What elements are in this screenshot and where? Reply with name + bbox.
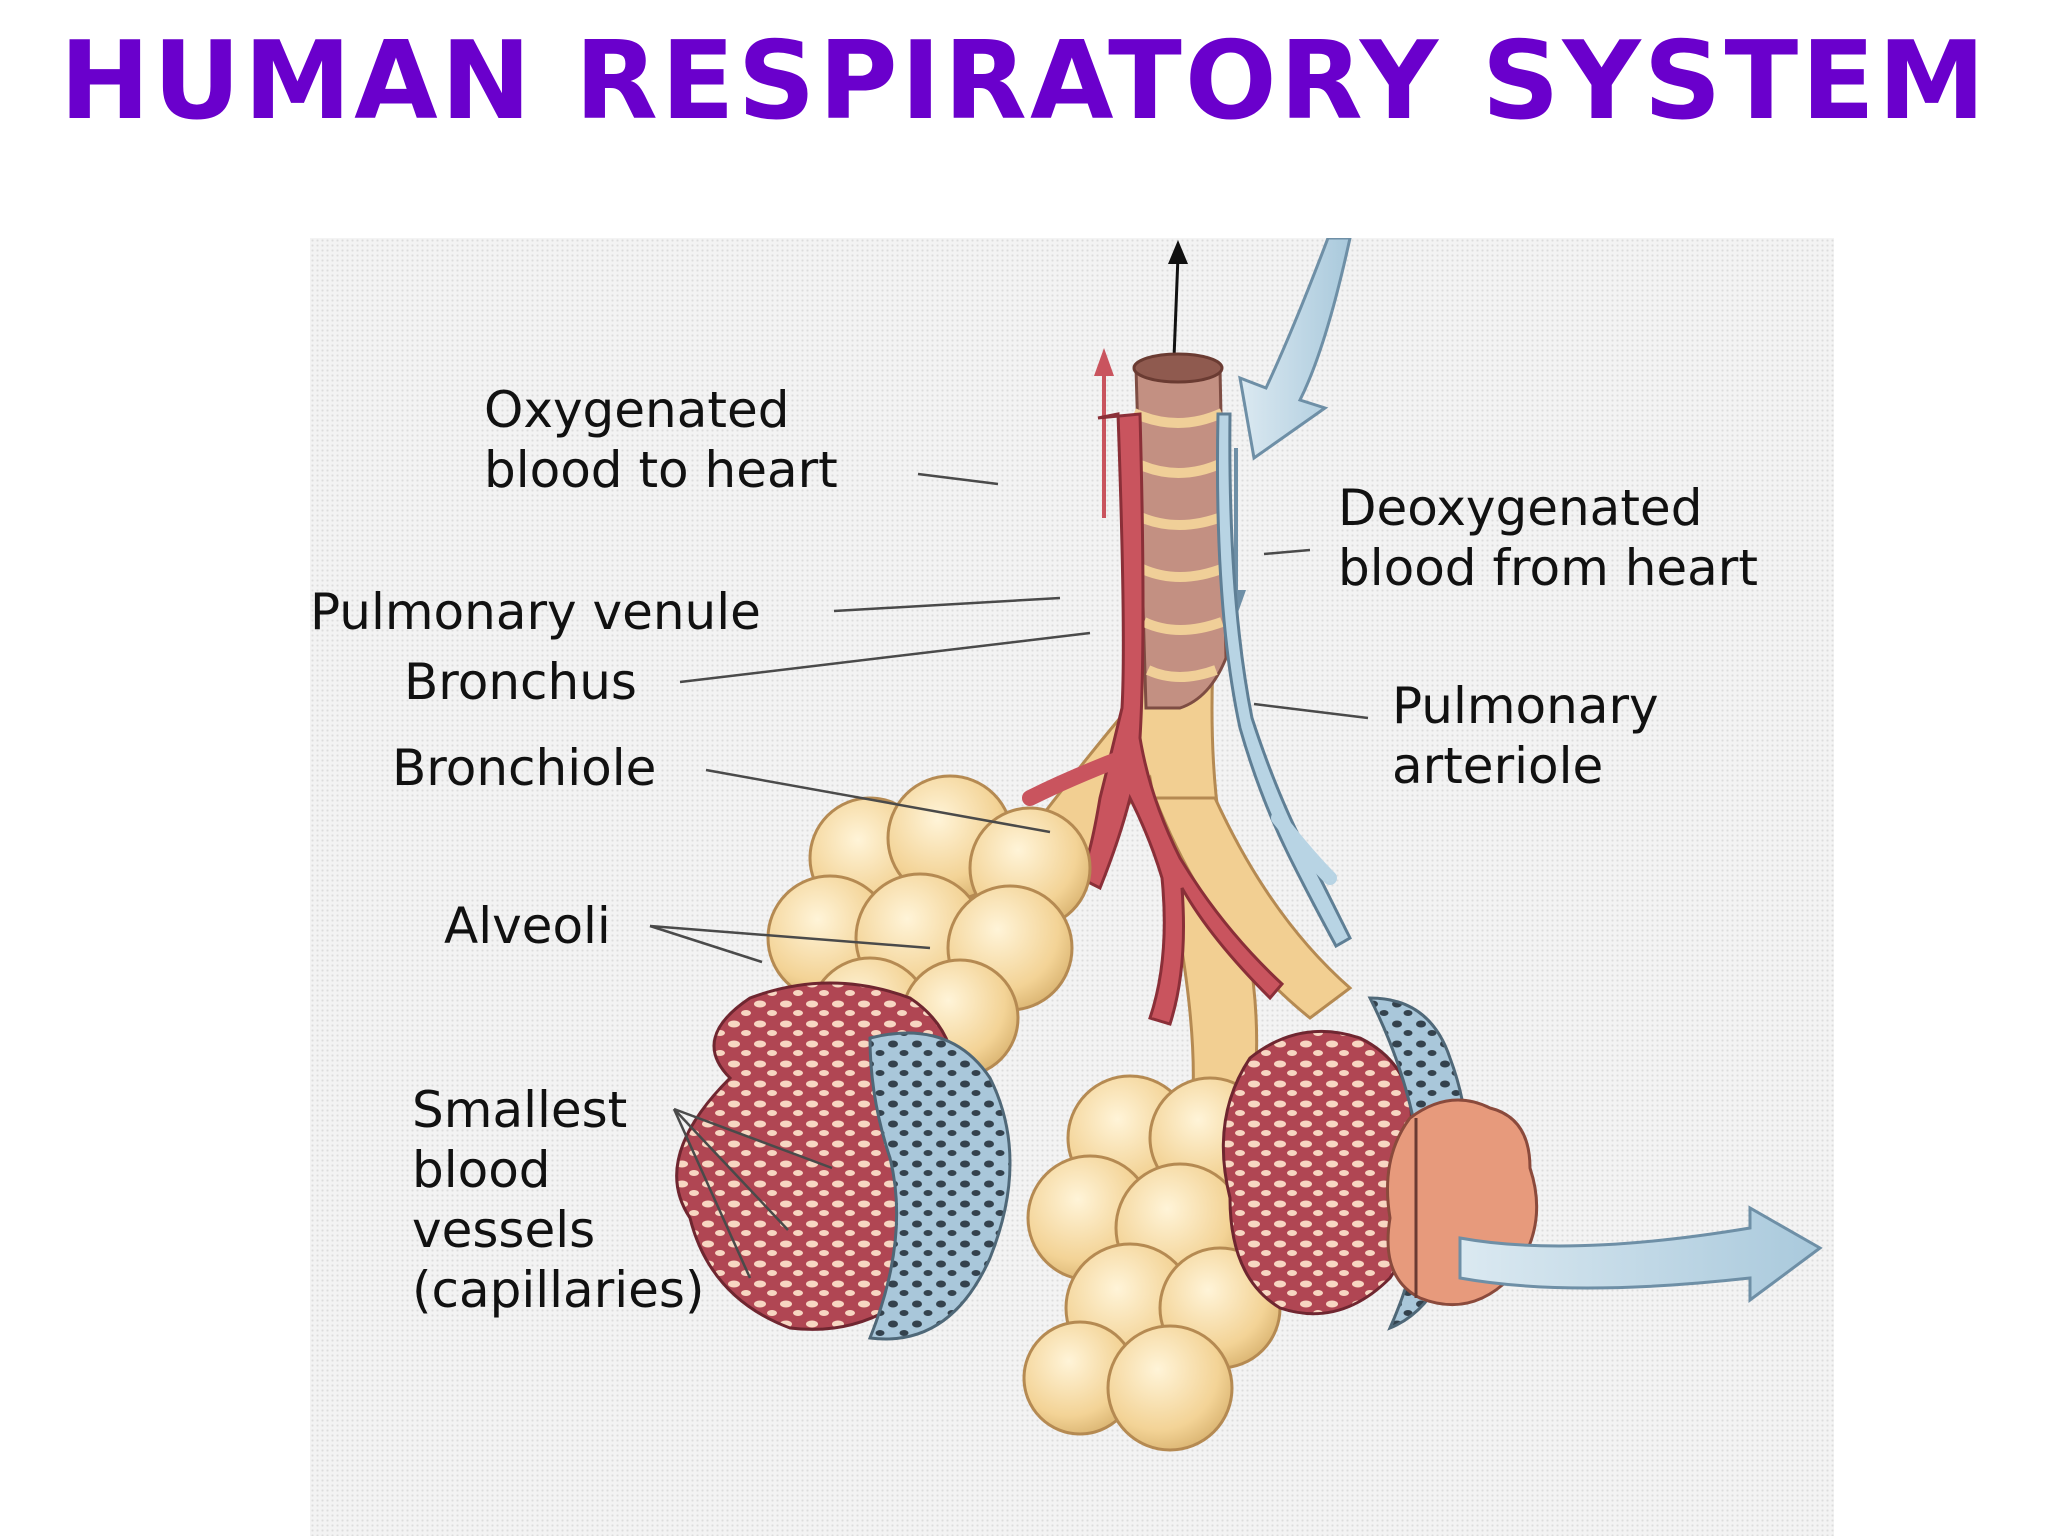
label-pulmonary-venule: Pulmonary venule bbox=[310, 583, 761, 641]
diagram-illustration bbox=[649, 238, 1823, 1452]
outflow-arrow bbox=[1458, 1205, 1823, 1303]
label-bronchiole: Bronchiole bbox=[392, 739, 657, 797]
label-oxygenated-blood: Oxygenated blood to heart bbox=[484, 381, 838, 499]
bronchus bbox=[1131, 352, 1228, 710]
inflow-arrow bbox=[1238, 238, 1352, 461]
label-alveoli: Alveoli bbox=[444, 897, 611, 955]
pulmonary-arteriole bbox=[1215, 412, 1352, 949]
page-title: Human Respiratory System bbox=[59, 19, 1989, 144]
label-deoxygenated-blood: Deoxygenated blood from heart bbox=[1338, 479, 1758, 597]
leader-lines bbox=[649, 472, 1369, 1279]
label-bronchus: Bronchus bbox=[404, 653, 637, 711]
capillary-network-left bbox=[675, 981, 1012, 1341]
alveoli-diagram: Oxygenated blood to heart Deoxygenated b… bbox=[310, 238, 1834, 1536]
label-capillaries: Smallest blood vessels (capillaries) bbox=[412, 1081, 705, 1319]
label-pulmonary-arteriole: Pulmonary arteriole bbox=[1392, 677, 1659, 795]
